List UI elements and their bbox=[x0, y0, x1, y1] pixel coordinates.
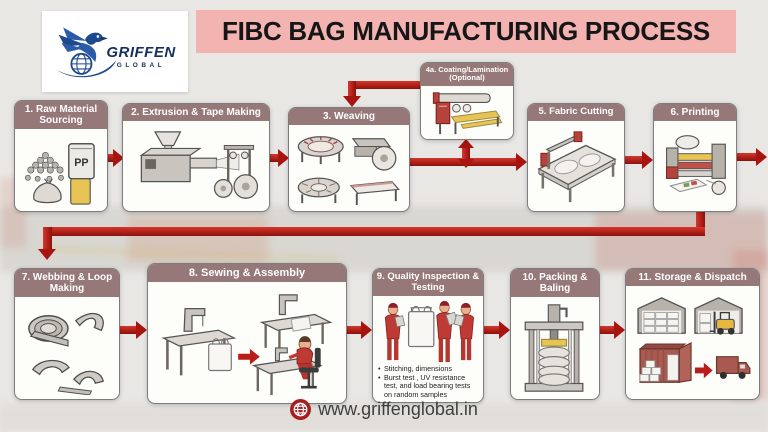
step-card-4a: 4a. Coating/Lamination (Optional) bbox=[420, 62, 514, 140]
bg-machine-left bbox=[128, 216, 268, 262]
step-card-1: 1. Raw Material Sourcing PP bbox=[14, 100, 108, 212]
title-banner: FIBC BAG MANUFACTURING PROCESS bbox=[196, 10, 736, 53]
sewing-machines-icon bbox=[148, 282, 346, 403]
step-card-6: 6. Printing bbox=[653, 103, 737, 212]
arrow-step6-continue bbox=[737, 153, 756, 161]
website-url: www.griffenglobal.in bbox=[318, 399, 478, 419]
arrow-step9-to-step10 bbox=[483, 326, 499, 334]
arrow-step7-to-step8 bbox=[120, 326, 136, 334]
baling-press-icon bbox=[511, 297, 599, 399]
step-8-title: 8. Sewing & Assembly bbox=[148, 264, 346, 283]
inspectors-icon: Stitching, dimensions Burst test , UV re… bbox=[373, 296, 483, 402]
bg-machine-right bbox=[595, 212, 768, 270]
step-4a-title: 4a. Coating/Lamination (Optional) bbox=[421, 63, 513, 86]
step-5-title: 5. Fabric Cutting bbox=[528, 104, 624, 121]
arrow-step2-to-step3 bbox=[269, 154, 278, 162]
arrow-step4a-bidirectional bbox=[462, 148, 470, 159]
quality-bullet-1: Stitching, dimensions bbox=[378, 364, 478, 374]
logo-name: GRIFFEN bbox=[106, 44, 176, 61]
bg-floor-band bbox=[0, 206, 768, 272]
arrow-4a-elbow-vertical bbox=[348, 81, 356, 97]
circular-loom-icon bbox=[289, 125, 409, 211]
svg-text:PP: PP bbox=[74, 157, 88, 169]
cutting-table-icon bbox=[528, 121, 624, 211]
globe-icon bbox=[290, 399, 312, 420]
logo-wordmark: GRIFFEN GLOBAL bbox=[106, 44, 175, 69]
printing-press-icon bbox=[654, 121, 736, 211]
step-card-3: 3. Weaving bbox=[288, 107, 410, 212]
step-card-7: 7. Webbing & Loop Making bbox=[14, 268, 120, 400]
step-11-title: 11. Storage & Dispatch bbox=[626, 269, 759, 287]
arrow-step10-to-step11 bbox=[599, 326, 614, 334]
arrow-4a-elbow-horizontal bbox=[348, 81, 420, 89]
wrap-arrow-head bbox=[38, 249, 56, 260]
raw-material-icon: PP bbox=[15, 129, 107, 211]
step-1-title: 1. Raw Material Sourcing bbox=[15, 101, 107, 130]
arrow-step8-to-step9 bbox=[346, 326, 361, 334]
step-card-2: 2. Extrusion & Tape Making bbox=[122, 103, 270, 212]
griffin-globe-logo-icon bbox=[54, 21, 118, 83]
arrow-step5-to-step6 bbox=[624, 156, 642, 164]
coating-machine-icon bbox=[421, 86, 513, 139]
footer: www.griffenglobal.in bbox=[0, 399, 768, 420]
step-7-title: 7. Webbing & Loop Making bbox=[15, 269, 119, 298]
warehouse-dispatch-icon bbox=[626, 286, 759, 399]
logo-subtitle: GLOBAL bbox=[116, 62, 166, 69]
step-card-5: 5. Fabric Cutting bbox=[527, 103, 625, 212]
page-title: FIBC BAG MANUFACTURING PROCESS bbox=[222, 16, 710, 46]
step-10-title: 10. Packing & Baling bbox=[511, 269, 599, 298]
step-9-title: 9. Quality Inspection & Testing bbox=[373, 269, 483, 297]
arrow-4a-elbow-head bbox=[343, 96, 361, 107]
company-logo: GRIFFEN GLOBAL bbox=[42, 11, 188, 92]
step-2-title: 2. Extrusion & Tape Making bbox=[123, 104, 269, 122]
step-card-11: 11. Storage & Dispatch bbox=[625, 268, 760, 400]
quality-bullet-2: Burst test , UV resistance test, and loa… bbox=[378, 373, 478, 399]
step-6-title: 6. Printing bbox=[654, 104, 736, 122]
step-3-title: 3. Weaving bbox=[289, 108, 409, 126]
webbing-loops-icon bbox=[15, 297, 119, 399]
step-card-9: 9. Quality Inspection & Testing bbox=[372, 268, 484, 403]
wrap-arrow-horizontal bbox=[43, 227, 705, 236]
quality-test-list: Stitching, dimensions Burst test , UV re… bbox=[375, 364, 481, 399]
bg-floor-bottom bbox=[0, 404, 768, 432]
wrap-arrow-down-left bbox=[43, 227, 52, 250]
arrow-step1-to-step2 bbox=[105, 154, 113, 162]
step-card-10: 10. Packing & Baling bbox=[510, 268, 600, 400]
wrap-arrow-down-right bbox=[696, 212, 705, 236]
step-card-8: 8. Sewing & Assembly bbox=[147, 263, 347, 404]
extrusion-machine-icon bbox=[123, 121, 269, 211]
